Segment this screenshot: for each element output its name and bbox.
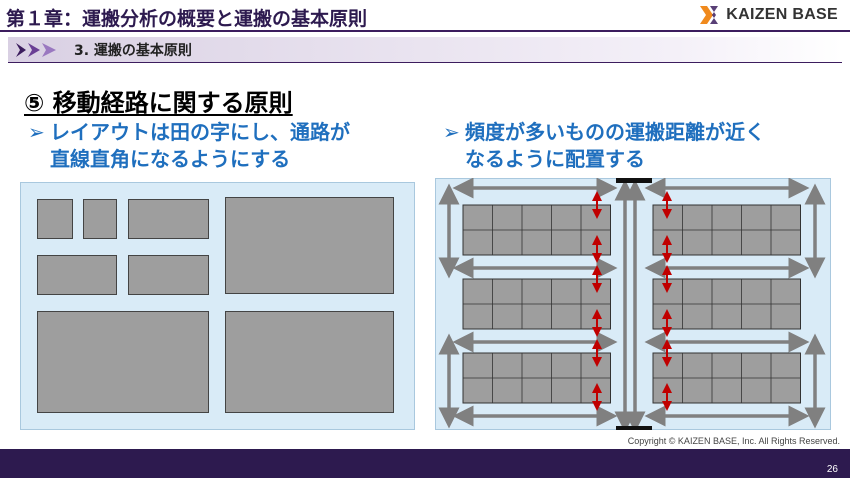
page-number: 26 <box>826 464 838 475</box>
layout-block <box>128 199 209 239</box>
bullet-arrow-icon: ➢ <box>28 120 45 144</box>
layout-block <box>128 255 209 295</box>
triple-chevron-right-icon <box>16 43 56 57</box>
section-header: 3. 運搬の基本原則 <box>8 37 842 63</box>
bullet-right-line2: なるように配置する <box>465 147 645 171</box>
chapter-title: 第１章：運搬分析の概要と運搬の基本原則 <box>6 8 368 30</box>
header-rule <box>0 30 850 32</box>
grid-layout-diagram <box>20 182 415 430</box>
brand-name: KAIZEN BASE <box>726 6 838 23</box>
bullet-left-line1: レイアウトは田の字にし、通路が <box>50 120 350 144</box>
door-bottom <box>616 426 652 430</box>
copyright-text: Copyright © KAIZEN BASE, Inc. All Rights… <box>627 436 840 446</box>
layout-block <box>37 255 117 295</box>
layout-block <box>225 197 394 294</box>
layout-block <box>83 199 117 239</box>
section-title: 3. 運搬の基本原則 <box>74 43 192 59</box>
bullet-right-line1: 頻度が多いものの運搬距離が近く <box>465 120 765 144</box>
layout-block <box>37 199 73 239</box>
footer-bar: 26 <box>0 449 850 478</box>
principle-title: ⑤ 移動経路に関する原則 <box>24 89 293 117</box>
bullet-left-line2: 直線直角になるようにする <box>50 147 291 171</box>
brand-logo: KAIZEN BASE <box>698 4 838 26</box>
bullet-right: ➢頻度が多いものの運搬距離が近く なるように配置する <box>443 119 843 173</box>
kaizen-base-logo-icon <box>700 6 719 24</box>
rack-layout-diagram <box>435 178 831 430</box>
layout-block <box>37 311 209 413</box>
bullet-left: ➢レイアウトは田の字にし、通路が 直線直角になるようにする <box>28 119 428 173</box>
rack-layout-svg <box>438 178 826 430</box>
door-top <box>616 178 652 183</box>
bullet-arrow-icon: ➢ <box>443 120 460 144</box>
layout-block <box>225 311 394 413</box>
